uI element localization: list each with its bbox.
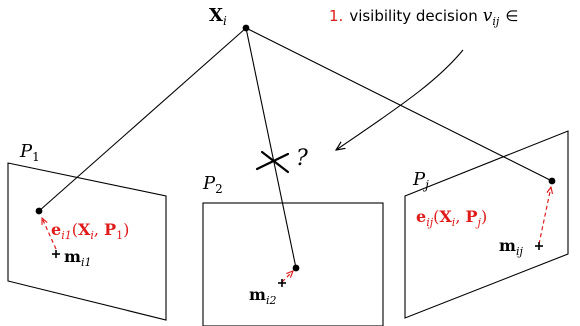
- camera-plane-p1: [7, 162, 167, 321]
- projection-point-p2: [292, 264, 300, 272]
- measurement-cross-p1: [52, 250, 60, 258]
- label-camera-p1: P1: [19, 141, 40, 164]
- measurement-cross-pj: [535, 242, 543, 250]
- error-vector-p2: [281, 271, 293, 283]
- error-vector-pj: [538, 187, 551, 245]
- camera-plane-pj: [404, 130, 569, 319]
- label-projection-e-ij: eij(Xi, Pj): [416, 207, 487, 229]
- error-vector-p1: [42, 218, 57, 250]
- ray-to-p1: [38, 27, 247, 212]
- label-camera-p2: P2: [202, 173, 223, 196]
- label-projection-e-i1: ei1(Xi, P1): [51, 220, 129, 242]
- measurement-cross-p2: [278, 279, 286, 287]
- point-xi: [242, 24, 250, 32]
- ray-to-pj: [245, 27, 553, 182]
- projection-point-pj: [548, 177, 556, 185]
- occlusion-cross: [255, 150, 290, 174]
- label-measurement-m-ij: mij: [499, 236, 523, 258]
- ray-to-p2: [245, 27, 297, 269]
- label-point-xi: Xi: [209, 5, 227, 28]
- annotation-pointer-curve: [336, 49, 464, 150]
- projection-point-p1: [35, 207, 43, 215]
- camera-plane-p2: [202, 202, 384, 326]
- question-mark: ?: [296, 146, 308, 171]
- label-measurement-m-i1: mi1: [64, 247, 91, 269]
- label-measurement-m-i2: mi2: [249, 285, 276, 307]
- label-camera-pj: Pj: [412, 169, 429, 192]
